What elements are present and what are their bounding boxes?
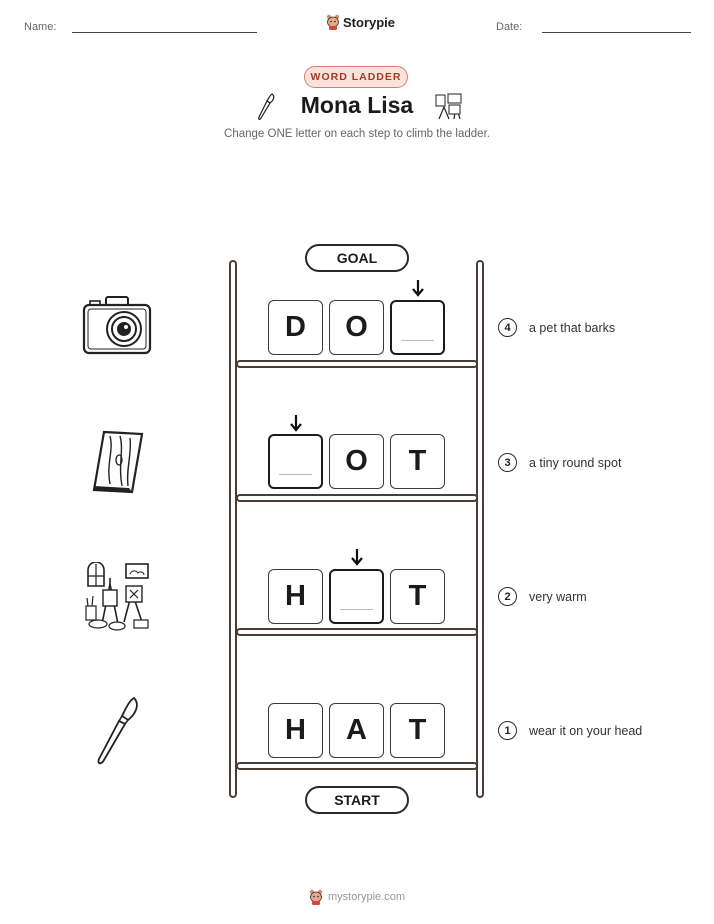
letter-tile: O [329, 300, 384, 355]
blank-letter-tile[interactable] [390, 300, 445, 355]
ladder-rung [236, 360, 478, 368]
arrow-down-icon [351, 549, 363, 566]
letter-tile: A [329, 703, 384, 758]
wood-plank-icon [92, 430, 144, 494]
step-number: 3 [498, 453, 517, 472]
clue-text: wear it on your head [529, 724, 643, 738]
step-number: 4 [498, 318, 517, 337]
art-studio-icon [85, 562, 149, 631]
step-number: 1 [498, 721, 517, 740]
letter-tile: D [268, 300, 323, 355]
paintbrush-icon [97, 696, 138, 765]
name-field[interactable] [72, 32, 257, 33]
name-label: Name: [24, 21, 57, 33]
letter-tile: H [268, 703, 323, 758]
bear-icon [326, 14, 340, 30]
page-title: Mona Lisa [300, 92, 414, 118]
letter-tile: O [329, 434, 384, 489]
ladder-rung [236, 762, 478, 770]
start-pill: START [305, 786, 409, 814]
letter-tile: T [390, 434, 445, 489]
letter-tile: H [268, 569, 323, 624]
clue-text: a tiny round spot [529, 456, 622, 470]
goal-pill: GOAL [305, 244, 409, 272]
footer-url[interactable]: mystorypie.com [327, 891, 406, 903]
blank-letter-tile[interactable] [329, 569, 384, 624]
brand-logo: Storypie [326, 14, 395, 30]
step-number: 2 [498, 587, 517, 606]
clue-text: very warm [529, 590, 587, 604]
arrow-down-icon [412, 280, 424, 297]
clue-text: a pet that barks [529, 321, 616, 335]
letter-tile: T [390, 703, 445, 758]
word-ladder-badge: WORD LADDER [304, 66, 408, 88]
blank-letter-tile[interactable] [268, 434, 323, 489]
instructions: Change ONE letter on each step to climb … [224, 128, 490, 140]
ladder-rung [236, 494, 478, 502]
ladder-rail-left [229, 260, 237, 798]
arrow-down-icon [290, 415, 302, 432]
ladder-rung [236, 628, 478, 636]
bear-icon [309, 889, 323, 905]
art-studio-icon [435, 93, 462, 120]
date-field[interactable] [542, 32, 691, 33]
date-label: Date: [496, 21, 523, 33]
brand-name: Storypie [343, 14, 396, 30]
paintbrush-icon [258, 93, 275, 120]
ladder-rail-right [476, 260, 484, 798]
camera-icon [82, 296, 152, 355]
footer: mystorypie.com [0, 889, 714, 905]
letter-tile: T [390, 569, 445, 624]
